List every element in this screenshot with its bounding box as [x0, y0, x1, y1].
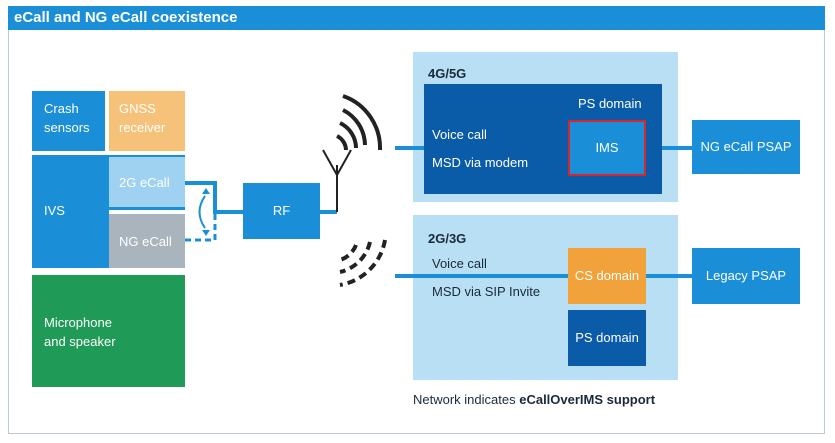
ng-ecall-psap-box: NG eCall PSAP	[692, 120, 800, 174]
ps-domain-4g-label: PS domain	[578, 96, 642, 111]
ims-box: IMS	[568, 120, 646, 176]
msd-sip-label: MSD via SIP Invite	[432, 284, 541, 299]
rf-box: RF	[243, 183, 320, 239]
footer-note: Network indicates eCallOverIMS support	[413, 392, 655, 407]
footer-prefix: Network indicates	[413, 392, 520, 407]
ivs-box: IVS	[32, 155, 105, 268]
ecall-2g-inner: 2G eCall	[109, 157, 185, 207]
diagram-title: eCall and NG eCall coexistence	[8, 6, 825, 30]
network-2g3g-title: 2G/3G	[428, 231, 467, 246]
ng-ecall-box: NG eCall	[109, 214, 185, 268]
ps-domain-2g-box: PS domain	[568, 310, 646, 366]
network-4g5g-title: 4G/5G	[428, 66, 467, 81]
crash-sensors-box: Crash sensors	[32, 91, 105, 151]
voice-call-2g-label: Voice call	[432, 256, 487, 271]
mic-speaker-box: Microphone and speaker	[32, 275, 185, 387]
msd-modem-label: MSD via modem	[432, 155, 529, 170]
cs-domain-box: CS domain	[568, 248, 646, 304]
voice-call-4g-label: Voice call	[432, 127, 487, 142]
footer-bold: eCallOverIMS support	[519, 392, 656, 407]
gnss-receiver-box: GNSS receiver	[109, 91, 185, 151]
legacy-psap-box: Legacy PSAP	[692, 248, 800, 304]
ivs-connector-bar	[105, 155, 109, 268]
